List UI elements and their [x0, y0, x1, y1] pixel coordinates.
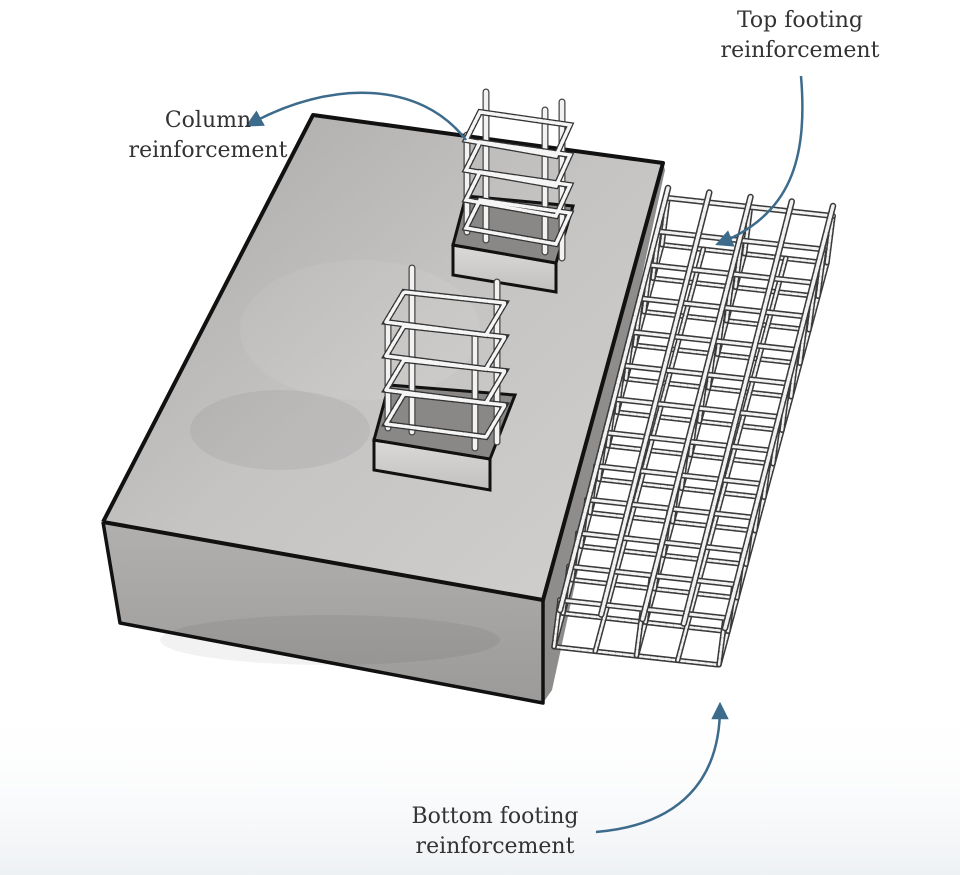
- top-rebar-longitudinal: [599, 190, 711, 617]
- label-line: Bottom footing: [411, 804, 579, 829]
- bottom-rebar-longitudinal: [594, 248, 705, 653]
- top-footing-arrow: [715, 75, 804, 247]
- label-line: reinforcement: [415, 834, 575, 859]
- column-reinforcement-cage-back: [461, 88, 575, 262]
- bottom-rebar-longitudinal: [676, 257, 787, 662]
- cage-ties: [383, 290, 508, 439]
- footing-reinforcement-mesh: [551, 184, 837, 668]
- footing-front-face: [103, 522, 543, 703]
- top-rebar-longitudinal: [558, 186, 670, 612]
- label-line: Top footing: [736, 8, 864, 33]
- label-line: reinforcement: [128, 138, 288, 163]
- label-line: Column: [164, 108, 252, 133]
- rebar-chair: [743, 205, 752, 255]
- rebar-chair: [660, 196, 670, 246]
- footing-front-outline: [101, 521, 545, 705]
- top-rebar-longitudinal: [640, 195, 753, 621]
- rebar-chair: [825, 214, 835, 264]
- label-line: reinforcement: [720, 38, 880, 63]
- column-reinforcement-arrow: [245, 91, 467, 141]
- texture: [160, 615, 500, 665]
- floor-shade: [0, 700, 960, 875]
- top-rebar-longitudinal: [723, 204, 835, 630]
- footing-top-outline: [101, 113, 665, 602]
- cage-ties: [463, 110, 573, 246]
- bottom-footing-reinforcement-label: Bottom footing reinforcement: [380, 802, 610, 862]
- column-reinforcement-label: Column reinforcement: [98, 106, 318, 166]
- top-rebar-longitudinal: [682, 199, 794, 626]
- top-footing-reinforcement-label: Top footing reinforcement: [700, 6, 900, 66]
- texture: [190, 390, 370, 470]
- bottom-footing-arrow: [595, 701, 729, 834]
- column-reinforcement-cage-front: [381, 264, 510, 452]
